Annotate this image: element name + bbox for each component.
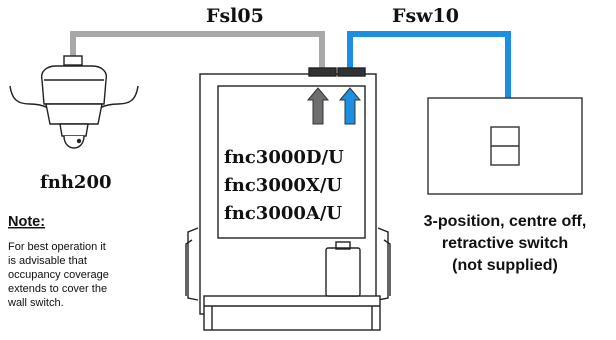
switch-caption-line-1: 3-position, centre off, <box>424 213 587 230</box>
note-line-4: extends to cover the <box>8 283 107 295</box>
wall-switch <box>427 97 583 195</box>
sensor-cable-label: Fsl05 <box>206 5 264 27</box>
switch-caption-line-3: (not supplied) <box>452 257 558 274</box>
switch-port-arrow <box>338 87 362 125</box>
controller-model-3: fnc3000A/U <box>224 203 342 224</box>
sensor-port-arrow <box>306 87 330 125</box>
sensor-label: fnh200 <box>40 172 112 193</box>
switch-cable <box>347 31 511 98</box>
switch-caption-line-2: retractive switch <box>442 235 568 252</box>
sensor-cable <box>70 31 325 70</box>
note-line-1: For best operation it <box>8 241 106 253</box>
controller-unit <box>185 67 391 331</box>
switch-cable-label: Fsw10 <box>392 5 459 27</box>
controller-model-2: fnc3000X/U <box>224 175 342 196</box>
note-line-2: is advisable that <box>8 255 87 267</box>
sensor-device <box>9 55 139 149</box>
note-line-5: wall switch. <box>7 297 64 309</box>
controller-model-1: fnc3000D/U <box>224 147 344 168</box>
note-title: Note: <box>8 214 45 230</box>
note-line-3: occupancy coverage <box>8 269 109 281</box>
